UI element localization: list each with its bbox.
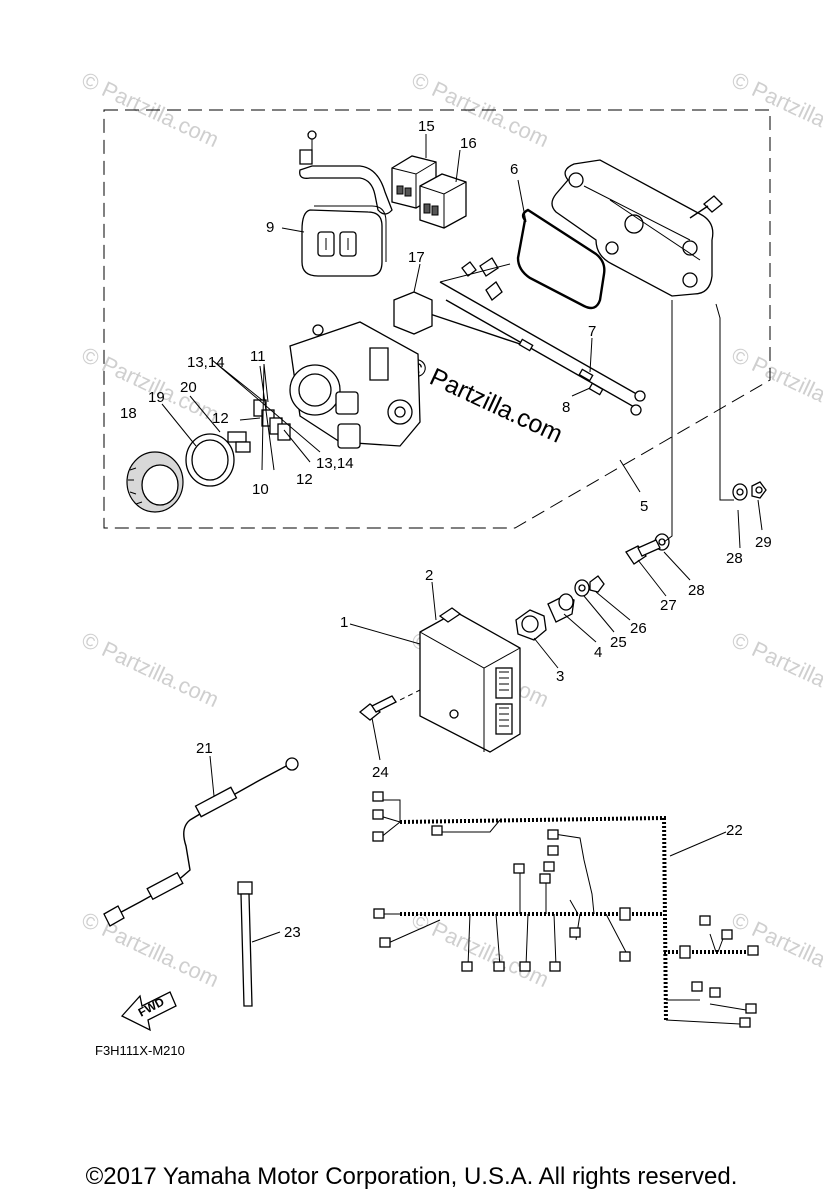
diagram-code: F3H111X-M210: [95, 1043, 185, 1058]
washer-part: [732, 483, 748, 501]
callout-25: 25: [610, 634, 627, 651]
watermark: © Partzilla.com: [408, 907, 553, 992]
callout-16: 16: [460, 135, 477, 152]
watermark: © Partzilla.com: [728, 627, 823, 712]
callout-4: 4: [594, 644, 602, 661]
callout-13-14a: 13,14: [187, 354, 225, 371]
collar-part: [547, 593, 575, 623]
watermark: © Partzilla.com: [728, 907, 823, 992]
wire-harness-part: [372, 791, 760, 1028]
callout-21: 21: [196, 740, 213, 757]
callout-12b: 12: [296, 471, 313, 488]
grommet-part: [515, 609, 547, 641]
callout-27: 27: [660, 597, 677, 614]
bolt-part: [689, 195, 723, 219]
watermark-center: © Partzilla.com: [402, 352, 567, 449]
watermark: © Partzilla.com: [728, 342, 823, 427]
gasket-part: [516, 208, 606, 310]
throttle-body-part: [289, 291, 433, 449]
callout-24: 24: [372, 764, 389, 781]
callout-20: 20: [180, 379, 197, 396]
callout-19: 19: [148, 389, 165, 406]
callout-23: 23: [284, 924, 301, 941]
callout-13-14b: 13,14: [316, 455, 354, 472]
bracket-part: [299, 130, 393, 215]
cap-part: [126, 451, 184, 513]
callout-7: 7: [588, 323, 596, 340]
callout-18: 18: [120, 405, 137, 422]
sensor-lead-part: [103, 757, 299, 927]
callout-26: 26: [630, 620, 647, 637]
assembly-boundary: [103, 109, 771, 529]
callout-6: 6: [510, 161, 518, 178]
callout-12a: 12: [212, 410, 229, 427]
connector-part: [227, 399, 291, 453]
cover-plate-part: [551, 159, 714, 297]
nut-part: [574, 579, 590, 597]
o-ring-part: [185, 433, 235, 487]
bolt-part: [358, 695, 397, 721]
callout-5: 5: [640, 498, 648, 515]
nut-part: [751, 481, 767, 499]
cable-tie-part: [237, 881, 253, 1007]
copyright-notice: ©2017 Yamaha Motor Corporation, U.S.A. A…: [85, 1163, 738, 1190]
callout-2: 2: [425, 567, 433, 584]
callout-22: 22: [726, 822, 743, 839]
callout-9: 9: [266, 219, 274, 236]
callout-17: 17: [408, 249, 425, 266]
callout-11: 11: [250, 348, 266, 365]
cable-part: [429, 257, 646, 416]
watermark: © Partzilla.com: [78, 907, 223, 992]
bolt-part: [625, 539, 661, 565]
callout-8: 8: [562, 399, 570, 416]
nut-part: [589, 575, 605, 593]
callout-29: 29: [755, 534, 772, 551]
callout-1: 1: [340, 614, 348, 631]
callout-labels: 1 2 3 4 5 6 7 8 9 10 11 12 12 13,14 13,1…: [120, 118, 772, 941]
callout-10: 10: [252, 481, 269, 498]
callout-28b: 28: [726, 550, 743, 567]
watermark: © Partzilla.com: [78, 627, 223, 712]
ecu-part: [419, 607, 521, 753]
relay-part: [419, 173, 467, 229]
fwd-arrow: FWD: [120, 991, 177, 1032]
callout-3: 3: [556, 668, 564, 685]
cover-part: [301, 205, 387, 277]
callout-15: 15: [418, 118, 435, 135]
callout-28a: 28: [688, 582, 705, 599]
leader-lines: [161, 134, 763, 943]
